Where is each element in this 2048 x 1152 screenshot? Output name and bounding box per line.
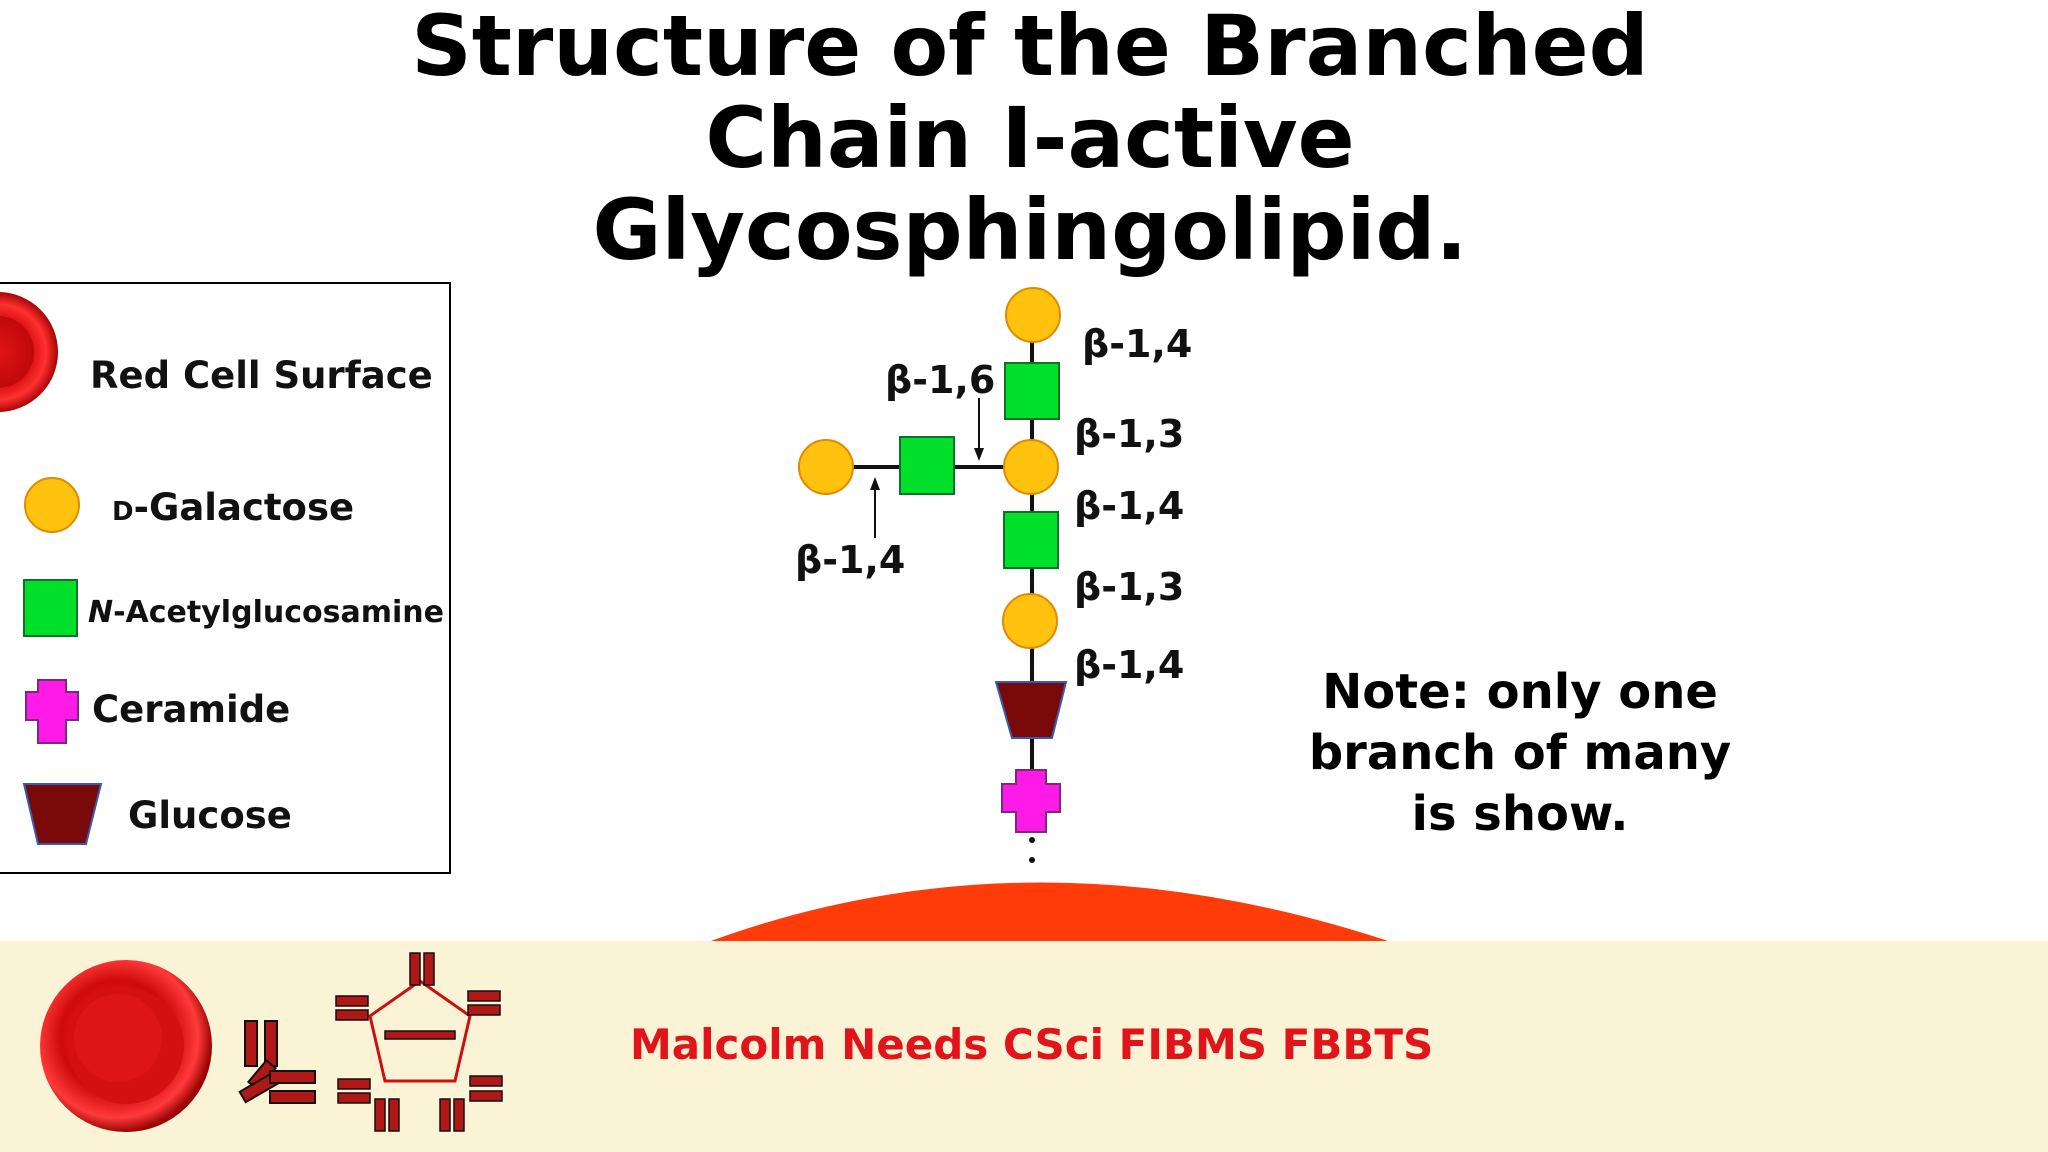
legend-glcnac-italic: N bbox=[88, 595, 113, 630]
linkage-label-bottom: β-1,4 bbox=[1074, 643, 1184, 687]
glcnac-residue-lower bbox=[1003, 511, 1059, 569]
galactose-icon bbox=[24, 477, 80, 533]
linkage-label-lower-mid: β-1,3 bbox=[1074, 565, 1184, 609]
glcnac-residue-branch bbox=[899, 436, 955, 495]
galactose-residue-top bbox=[1005, 287, 1061, 343]
legend-box: Red Cell Surface D-Galactose N-Acetylglu… bbox=[0, 282, 451, 874]
glucose-residue bbox=[994, 681, 1068, 739]
legend-galactose-prefix: D bbox=[112, 497, 134, 527]
antibody-monomer-icon bbox=[238, 1020, 316, 1104]
linkage-arrow-beta16 bbox=[974, 398, 984, 461]
legend-glcnac-label: N-Acetylglucosamine bbox=[88, 595, 444, 630]
ceramide-icon bbox=[25, 679, 79, 744]
glcnac-icon bbox=[23, 579, 78, 637]
legend-glucose-label: Glucose bbox=[128, 794, 292, 837]
legend-galactose-rest: -Galactose bbox=[134, 486, 355, 529]
title-line-2: Chain I-active bbox=[705, 89, 1355, 187]
legend-red-cell-label: Red Cell Surface bbox=[90, 354, 433, 397]
slide-title: Structure of the Branched Chain I-active… bbox=[330, 0, 1730, 276]
red-cell-surface bbox=[700, 882, 1400, 945]
linkage-arrow-beta14-branch bbox=[870, 477, 880, 538]
galactose-residue-branch bbox=[798, 439, 854, 495]
linkage-label-top: β-1,4 bbox=[1082, 322, 1192, 366]
legend-galactose-label: D-Galactose bbox=[112, 486, 354, 529]
ceramide-residue bbox=[1001, 769, 1061, 833]
galactose-residue-branchpoint bbox=[1003, 439, 1059, 495]
footer-logo bbox=[40, 952, 503, 1132]
legend-ceramide-label: Ceramide bbox=[92, 688, 290, 731]
footer-bar: Malcolm Needs CSci FIBMS FBBTS bbox=[0, 941, 2048, 1152]
glucose-icon bbox=[22, 783, 103, 845]
legend-glcnac-rest: -Acetylglucosamine bbox=[113, 595, 444, 630]
note-text: Note: only one branch of many is show. bbox=[1270, 662, 1770, 845]
title-line-1: Structure of the Branched bbox=[411, 0, 1649, 95]
red-cell-icon bbox=[0, 292, 58, 412]
linkage-label-branch: β-1,4 bbox=[795, 538, 905, 582]
note-line-3: is show. bbox=[1411, 786, 1629, 842]
title-line-3: Glycosphingolipid. bbox=[592, 181, 1468, 279]
linkage-label-upper-mid: β-1,3 bbox=[1074, 412, 1184, 456]
galactose-residue-lower bbox=[1002, 593, 1058, 649]
note-line-1: Note: only one bbox=[1322, 664, 1718, 720]
author-credit: Malcolm Needs CSci FIBMS FBBTS bbox=[630, 1020, 1434, 1069]
note-line-2: branch of many bbox=[1308, 725, 1732, 781]
linkage-label-branch-point: β-1,6 bbox=[885, 358, 995, 402]
red-blood-cell-icon bbox=[40, 960, 212, 1132]
igm-pentamer-icon bbox=[335, 952, 503, 1132]
linkage-label-mid: β-1,4 bbox=[1074, 484, 1184, 528]
glcnac-residue-upper bbox=[1004, 362, 1060, 420]
